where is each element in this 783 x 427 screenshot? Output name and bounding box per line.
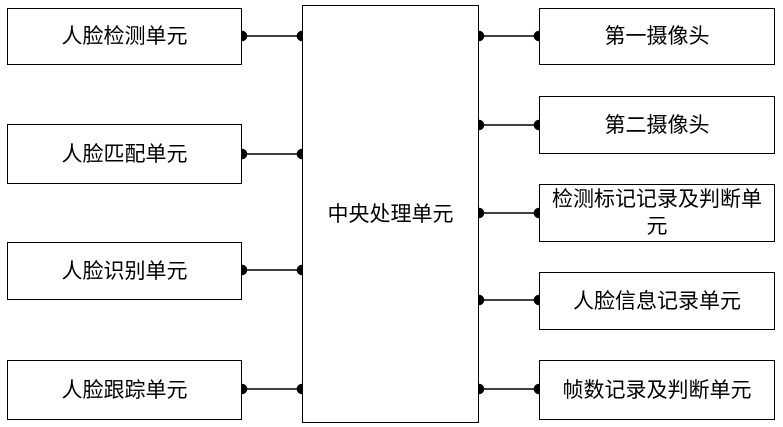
unit-label: 人脸检测单元 (62, 23, 188, 50)
face-tracking-unit: 人脸跟踪单元 (7, 360, 242, 420)
second-camera-unit: 第二摄像头 (539, 96, 775, 154)
unit-label: 人脸识别单元 (62, 258, 188, 285)
unit-label: 人脸信息记录单元 (573, 288, 741, 315)
central-processing-unit: 中央处理单元 (302, 5, 479, 423)
unit-label: 帧数记录及判断单元 (553, 377, 762, 404)
face-matching-unit: 人脸匹配单元 (7, 124, 242, 184)
unit-label: 第一摄像头 (605, 23, 710, 50)
frame-count-record-judgment-unit: 帧数记录及判断单元 (539, 360, 775, 420)
unit-label: 人脸匹配单元 (62, 141, 188, 168)
face-recognition-unit: 人脸识别单元 (7, 242, 242, 300)
first-camera-unit: 第一摄像头 (539, 8, 775, 65)
central-processing-unit-label: 中央处理单元 (328, 201, 454, 228)
face-info-record-unit: 人脸信息记录单元 (539, 272, 775, 330)
face-detection-unit: 人脸检测单元 (7, 8, 242, 65)
unit-label: 检测标记记录及判断单元 (540, 186, 774, 240)
unit-label: 人脸跟踪单元 (62, 377, 188, 404)
unit-label: 第二摄像头 (605, 112, 710, 139)
detection-mark-record-judgment-unit: 检测标记记录及判断单元 (539, 184, 775, 242)
